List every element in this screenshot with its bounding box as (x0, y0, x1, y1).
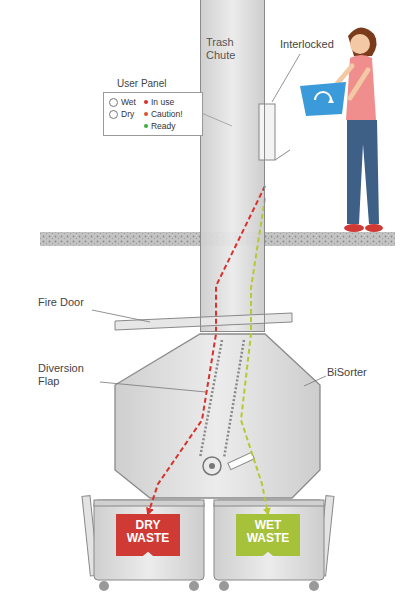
panel-heading: User Panel (117, 78, 203, 89)
bin-label-text: DRY WASTE (116, 514, 180, 555)
status-light (144, 100, 148, 104)
user-panel: User PanelWetDry In useCaution! Ready (103, 78, 203, 136)
diversion-flap (200, 340, 222, 458)
interlock-door (259, 104, 275, 160)
recycle-bin (300, 82, 346, 116)
person-figure (300, 27, 383, 232)
leader-line (100, 382, 206, 392)
part-label: BiSorter (327, 366, 397, 379)
part-label: Interlocked (280, 38, 350, 51)
bin-label: WET WASTE (236, 514, 300, 556)
panel-column: WetDry (109, 97, 136, 131)
panel-row: Wet (109, 97, 136, 107)
waste-path (241, 198, 268, 514)
status-text: In use (151, 97, 174, 107)
part-label: Fire Door (38, 296, 108, 309)
panel-column: In useCaution! Ready (144, 97, 183, 131)
panel-row: Ready (144, 121, 183, 131)
status-light (144, 124, 148, 128)
radio-button (109, 110, 118, 119)
chute-body (200, 0, 265, 332)
leader-line (199, 112, 232, 126)
chute-label: Trash Chute (206, 36, 258, 61)
panel-row: Caution! (144, 109, 183, 119)
waste-bin (214, 496, 334, 591)
leader-line (92, 310, 150, 322)
fire-door (115, 313, 292, 330)
panel-face: WetDry In useCaution! Ready (103, 92, 203, 136)
floor-slab (40, 232, 395, 246)
waste-path (148, 186, 265, 514)
waste-bin (82, 496, 204, 591)
radio-button (109, 98, 118, 107)
panel-row: Dry (109, 109, 136, 119)
panel-row: In use (144, 97, 183, 107)
bin-label-text: WET WASTE (236, 514, 300, 555)
mode-option: Dry (121, 109, 134, 119)
mode-option: Wet (121, 97, 136, 107)
status-text: Caution! (151, 109, 183, 119)
leader-line (272, 54, 300, 102)
chute-shaft: Trash Chute (200, 0, 265, 332)
leader-line (304, 376, 326, 386)
status-light (144, 112, 148, 116)
bisorter-housing (115, 334, 320, 498)
part-label: Diversion Flap (38, 362, 100, 387)
flap-hinge (203, 457, 221, 475)
bin-label: DRY WASTE (116, 514, 180, 556)
status-text: Ready (151, 121, 176, 131)
